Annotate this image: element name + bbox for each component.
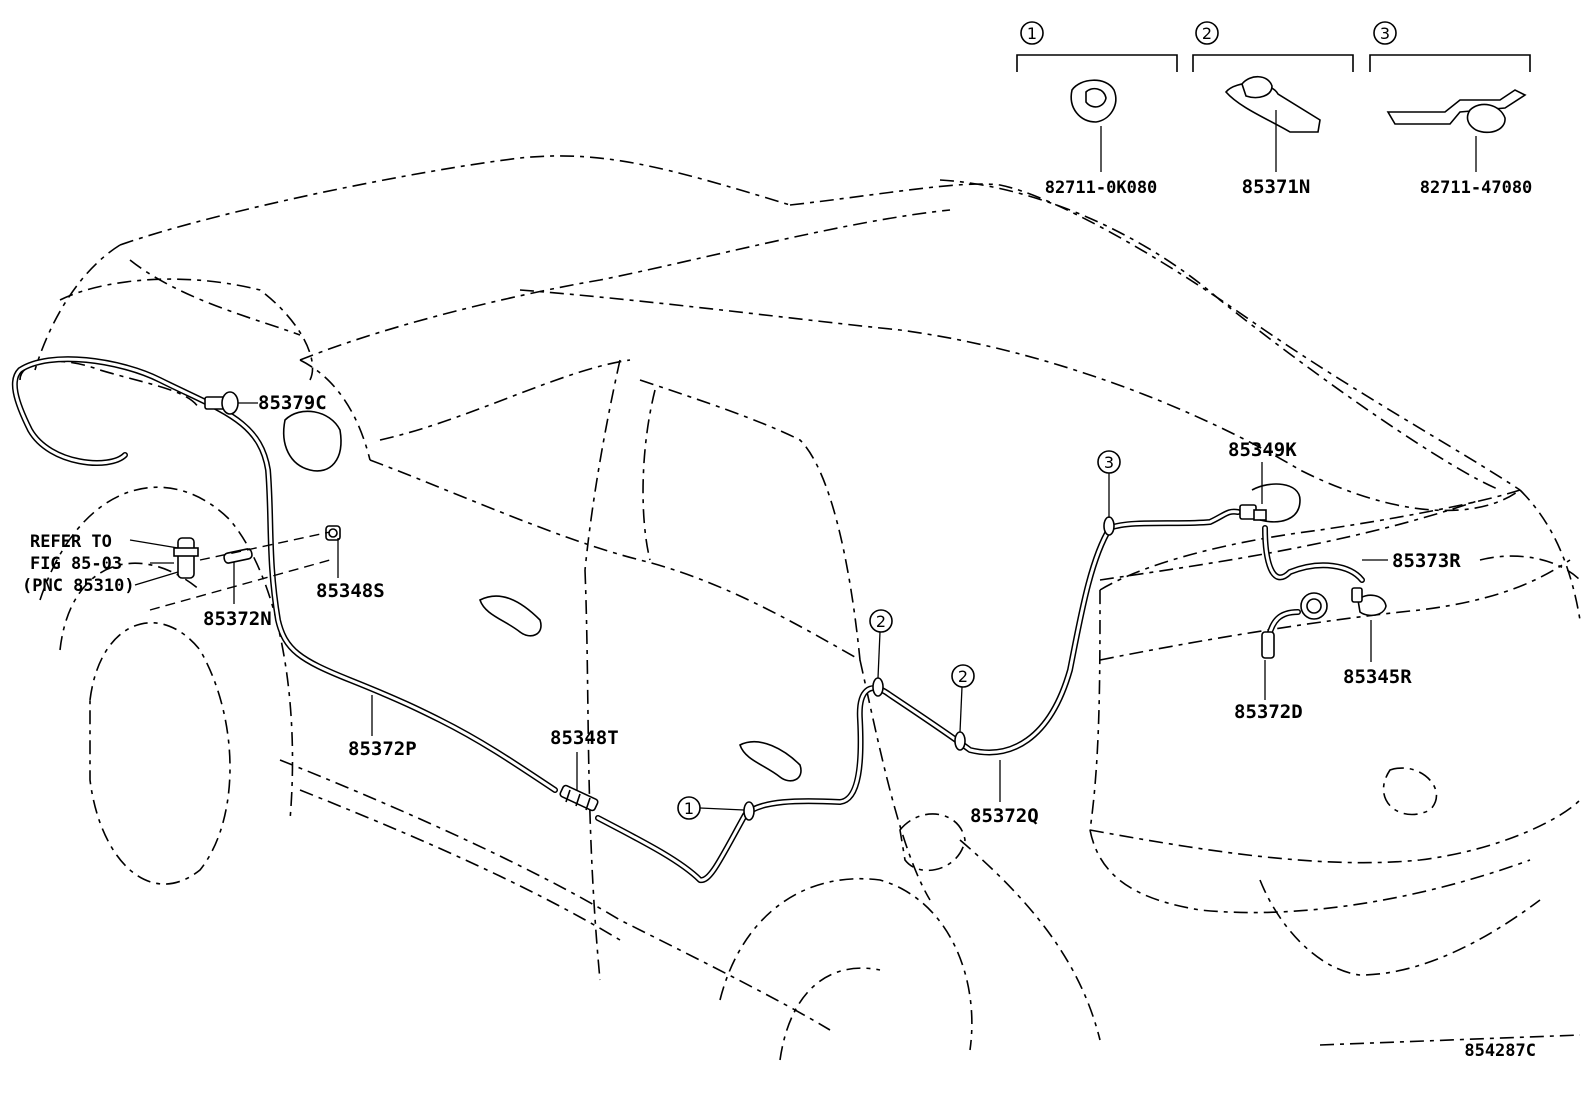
callout-group-3: 3 82711-47080 (1369, 21, 1533, 198)
label-85372d: 85372D (1234, 701, 1303, 723)
callout-3-number: 3 (1380, 24, 1390, 43)
washer-pump (173, 537, 199, 579)
callout-group-1: 1 82711-0K080 (1016, 21, 1178, 198)
label-85372p: 85372P (348, 738, 417, 760)
washer-hose (11, 356, 1365, 884)
vehicle-outline (19, 155, 1581, 1061)
clip-marker-1: 1 (684, 799, 694, 818)
part-number-labels: 85379C 85348S 85372N 85372P 85348T 85372… (203, 392, 1461, 827)
label-85348t: 85348T (550, 727, 619, 749)
joint-85348t (559, 784, 599, 812)
callout-3-part-label: 82711-47080 (1420, 178, 1533, 198)
clip-marker-2a: 2 (876, 612, 886, 631)
label-85372n: 85372N (203, 608, 272, 630)
check-valve-85348s (325, 525, 341, 541)
reference-note-line3: (PNC 85310) (22, 576, 135, 596)
callout-2-part-label: 85371N (1242, 176, 1311, 198)
label-85379c: 85379C (258, 392, 327, 414)
leader-lines (129, 402, 1388, 811)
nozzle-85345r (1351, 587, 1387, 617)
reference-note: REFER TO FIG 85-03 (PNC 85310) (22, 532, 135, 596)
reference-note-line1: REFER TO (30, 532, 112, 552)
callout-group-2: 2 85371N (1192, 21, 1354, 198)
grommet-85372d (1261, 592, 1328, 659)
hose-85372n (223, 548, 253, 564)
connector-85349k (1239, 483, 1301, 523)
parts (173, 391, 1387, 821)
clip-markers: 1 2 2 3 (677, 450, 1121, 820)
label-85373r: 85373R (1392, 550, 1461, 572)
reference-note-line2: FIG 85-03 (30, 554, 122, 574)
label-85349k: 85349K (1228, 439, 1297, 461)
callout-1-number: 1 (1027, 24, 1037, 43)
callout-1-part-label: 82711-0K080 (1045, 178, 1158, 198)
diagram-id: 854287C (1464, 1041, 1536, 1061)
callout-2-number: 2 (1202, 24, 1212, 43)
clip-marker-2b: 2 (958, 667, 968, 686)
label-85348s: 85348S (316, 580, 385, 602)
grommet-85379c (204, 391, 239, 415)
label-85372q: 85372Q (970, 805, 1039, 827)
clip-marker-3: 3 (1104, 453, 1114, 472)
label-85345r: 85345R (1343, 666, 1412, 688)
